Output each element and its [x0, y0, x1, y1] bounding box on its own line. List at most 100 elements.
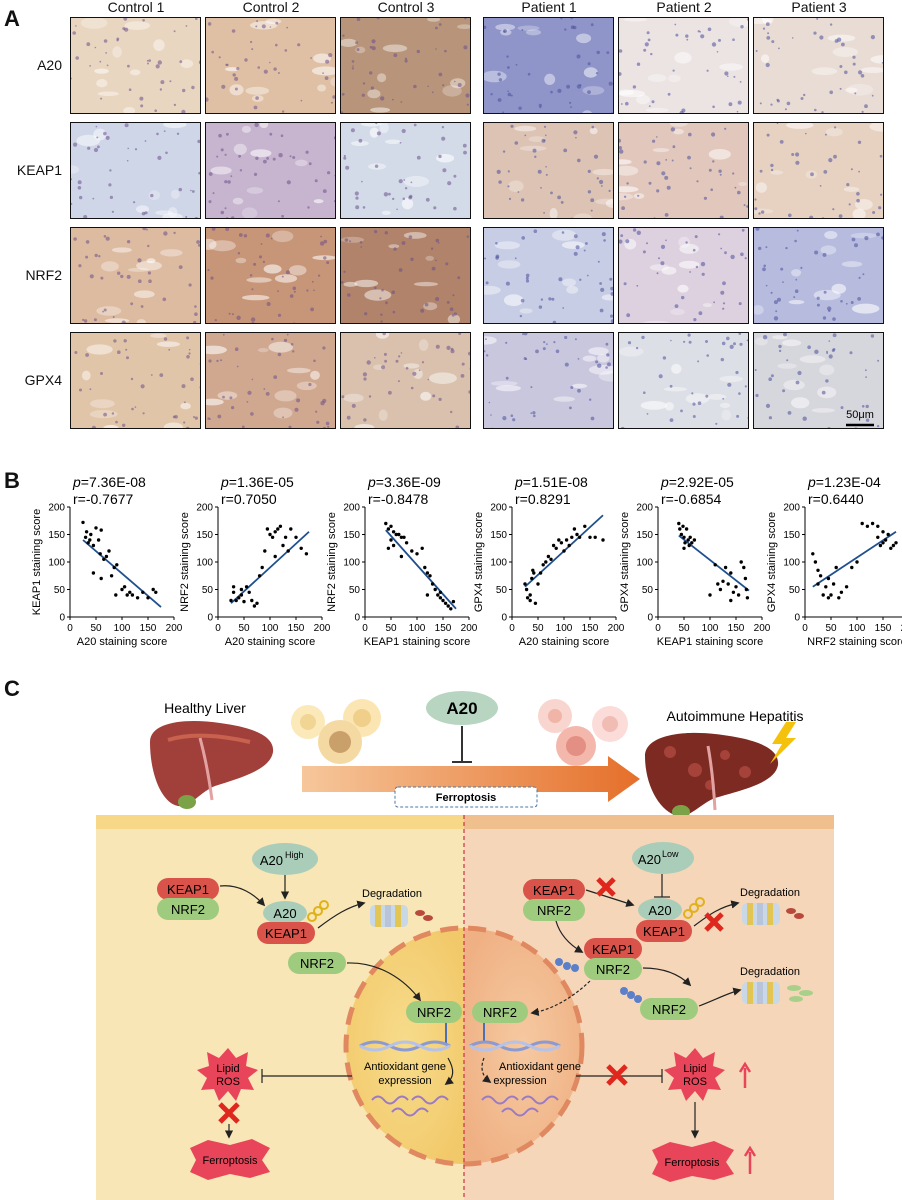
data-point [294, 535, 298, 539]
svg-text:KEAP1: KEAP1 [533, 883, 575, 898]
data-point [397, 532, 401, 537]
ihc-tile-nrf2-0 [70, 227, 201, 324]
data-point [813, 560, 818, 564]
left-a20-high: A20 High [252, 843, 318, 875]
column-label-1: Control 2 [242, 0, 300, 15]
data-point [260, 565, 264, 570]
data-point [559, 541, 564, 545]
data-point [441, 598, 445, 603]
x-tick-label: 150 [728, 623, 745, 634]
ihc-tile-a20-0 [70, 17, 201, 114]
right-proteasome-icon-1 [742, 903, 804, 925]
data-point [831, 582, 836, 586]
p-value-1: p=1.36E-05 [220, 474, 294, 490]
ihc-tile-nrf2-2 [340, 227, 471, 324]
data-point [154, 590, 158, 594]
right-degradation-label-2: Degradation [740, 966, 800, 978]
data-point [247, 590, 251, 594]
right-a20-keap1-complex: A20 KEAP1 [636, 897, 705, 942]
right-degradation-label-1: Degradation [740, 887, 800, 899]
data-point [399, 535, 404, 539]
data-point [677, 521, 681, 526]
right-ferroptosis: Ferroptosis [652, 1141, 734, 1182]
data-point [98, 552, 102, 556]
svg-text:ROS: ROS [216, 1076, 240, 1088]
p-value-0: p=7.36E-08 [72, 474, 146, 490]
right-block-x-2 [704, 912, 724, 932]
y-tick-label: 100 [48, 558, 65, 569]
ferroptosis-box [394, 786, 538, 808]
svg-text:NRF2: NRF2 [537, 903, 571, 918]
ihc-tile-nrf2-1 [205, 227, 336, 324]
aih-liver-icon [645, 722, 796, 819]
y-tick-label: 0 [207, 613, 213, 624]
data-point [731, 590, 736, 594]
data-point [718, 587, 723, 592]
data-point [273, 530, 277, 534]
data-point [436, 593, 440, 597]
data-point [544, 560, 548, 564]
y-tick-label: 0 [501, 613, 507, 624]
data-point [528, 593, 532, 597]
data-point [816, 582, 820, 586]
data-point [557, 538, 561, 542]
data-point [84, 530, 89, 534]
left-dna [359, 1040, 451, 1052]
svg-text:Ferroptosis: Ferroptosis [202, 1155, 258, 1167]
p-value-5: p=1.23E-04 [807, 474, 881, 490]
y-tick-label: 100 [196, 558, 213, 569]
svg-text:NRF2: NRF2 [171, 902, 205, 917]
data-point [389, 524, 393, 528]
svg-text:A20: A20 [638, 852, 661, 867]
data-point [743, 576, 748, 581]
right-lipid-ros: Lipid ROS [664, 1048, 725, 1101]
data-point [870, 521, 875, 526]
y-tick-label: 150 [783, 530, 800, 541]
ihc-tile-nrf2-3 [483, 227, 614, 324]
data-point [107, 549, 111, 553]
data-point [94, 526, 98, 530]
data-point [736, 593, 741, 597]
data-point [726, 582, 730, 586]
y-tick-label: 0 [354, 613, 360, 624]
ihc-tile-keap1-0 [70, 122, 201, 219]
data-point [886, 532, 890, 537]
data-point [438, 590, 443, 594]
data-point [865, 524, 870, 528]
data-point [533, 601, 538, 605]
row-label-a20: A20 [37, 57, 62, 73]
data-point [265, 527, 270, 531]
y-tick-label: 200 [783, 503, 800, 514]
x-tick-label: 200 [754, 623, 771, 634]
data-point [721, 579, 725, 583]
data-point [850, 565, 854, 570]
svg-text:KEAP1: KEAP1 [167, 882, 209, 897]
ihc-tile-gpx4-5 [753, 332, 884, 429]
a20-oval: A20 [426, 691, 498, 763]
left-proteasome-icon [370, 905, 433, 927]
column-label-3: Patient 1 [521, 0, 577, 15]
right-gene-text-2: expression [493, 1075, 546, 1087]
scale-bar-label: 50μm [846, 409, 874, 421]
data-point [523, 582, 527, 586]
right-dna [469, 1040, 561, 1052]
left-gene-text-2: expression [378, 1075, 431, 1087]
x-tick-label: 200 [608, 623, 625, 634]
p-value-4: p=2.92E-05 [660, 474, 734, 490]
x-axis-label-5: NRF2 staining score [807, 636, 902, 648]
y-tick-label: 100 [783, 558, 800, 569]
data-point [883, 538, 888, 542]
data-point [402, 535, 406, 539]
data-point [682, 535, 686, 539]
row-label-gpx4: GPX4 [24, 372, 62, 388]
data-point [420, 546, 424, 550]
left-keap1-nrf2-complex: KEAP1 NRF2 [157, 878, 219, 920]
svg-text:NRF2: NRF2 [652, 1002, 686, 1017]
data-point [273, 554, 277, 559]
data-point [289, 527, 293, 531]
y-tick-label: 50 [642, 585, 654, 596]
data-point [399, 554, 404, 559]
ihc-tile-keap1-4 [618, 122, 749, 219]
data-point [384, 521, 388, 526]
x-tick-label: 200 [314, 623, 331, 634]
